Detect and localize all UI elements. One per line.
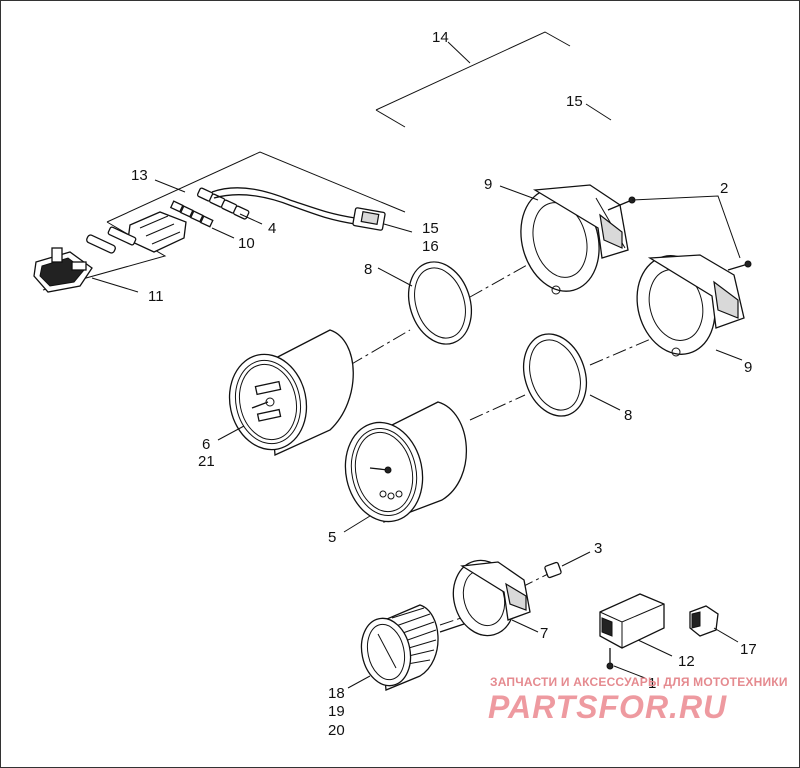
gauge-5 <box>343 401 467 533</box>
callout-12: 12 <box>678 653 695 670</box>
callout-2: 2 <box>720 180 728 197</box>
callout-6: 6 <box>202 436 210 453</box>
bezel-upper-9 <box>499 184 629 295</box>
module-12 <box>599 593 673 679</box>
bracket-14 <box>375 31 612 128</box>
callout-5: 5 <box>328 529 336 546</box>
callout-9: 9 <box>484 176 492 193</box>
ring-8-upper <box>377 261 472 345</box>
callout-8-lower: 8 <box>624 407 632 424</box>
gauge-18 <box>347 604 465 691</box>
callout-21: 21 <box>198 453 215 470</box>
callout-15-connector: 15 <box>422 220 439 237</box>
connector-17 <box>689 605 739 643</box>
callout-17: 17 <box>740 641 757 658</box>
callout-13: 13 <box>131 167 148 184</box>
callout-18: 18 <box>328 685 345 702</box>
callout-9-lower: 9 <box>744 359 752 376</box>
callout-14: 14 <box>432 29 449 46</box>
pin-set-10 <box>169 200 235 239</box>
watermark: ЗАПЧАСТИ И АКСЕССУАРЫ ДЛЯ МОТОТЕХНИКИ PA… <box>488 675 788 725</box>
callout-8-upper: 8 <box>364 261 372 278</box>
callout-19: 19 <box>328 703 345 720</box>
harness-group-13 <box>33 151 413 293</box>
callout-20: 20 <box>328 722 345 739</box>
terminals-4 <box>196 187 356 225</box>
bezel-7 <box>452 559 539 637</box>
connector-15-16 <box>352 207 413 233</box>
callout-10: 10 <box>238 235 255 252</box>
bezel-lower-9 <box>636 254 745 361</box>
plug-11 <box>33 247 139 293</box>
callout-3: 3 <box>594 540 602 557</box>
bulb-3 <box>544 551 591 579</box>
callout-11: 11 <box>148 288 164 305</box>
watermark-logo: PARTSFOR.RU <box>488 689 727 725</box>
callout-15: 15 <box>566 93 583 110</box>
callout-4: 4 <box>268 220 276 237</box>
callout-16: 16 <box>422 238 439 255</box>
ring-8-lower <box>523 333 621 417</box>
callout-1: 1 <box>648 675 656 692</box>
screws-2 <box>607 195 752 271</box>
gauge-6 <box>217 329 354 456</box>
callout-7: 7 <box>540 625 548 642</box>
callout-labels: 14 15 13 9 2 15 16 4 10 11 8 9 8 6 21 5 … <box>131 29 757 739</box>
connector-housing <box>86 211 187 254</box>
watermark-caption: ЗАПЧАСТИ И АКСЕССУАРЫ ДЛЯ МОТОТЕХНИКИ <box>490 675 788 689</box>
